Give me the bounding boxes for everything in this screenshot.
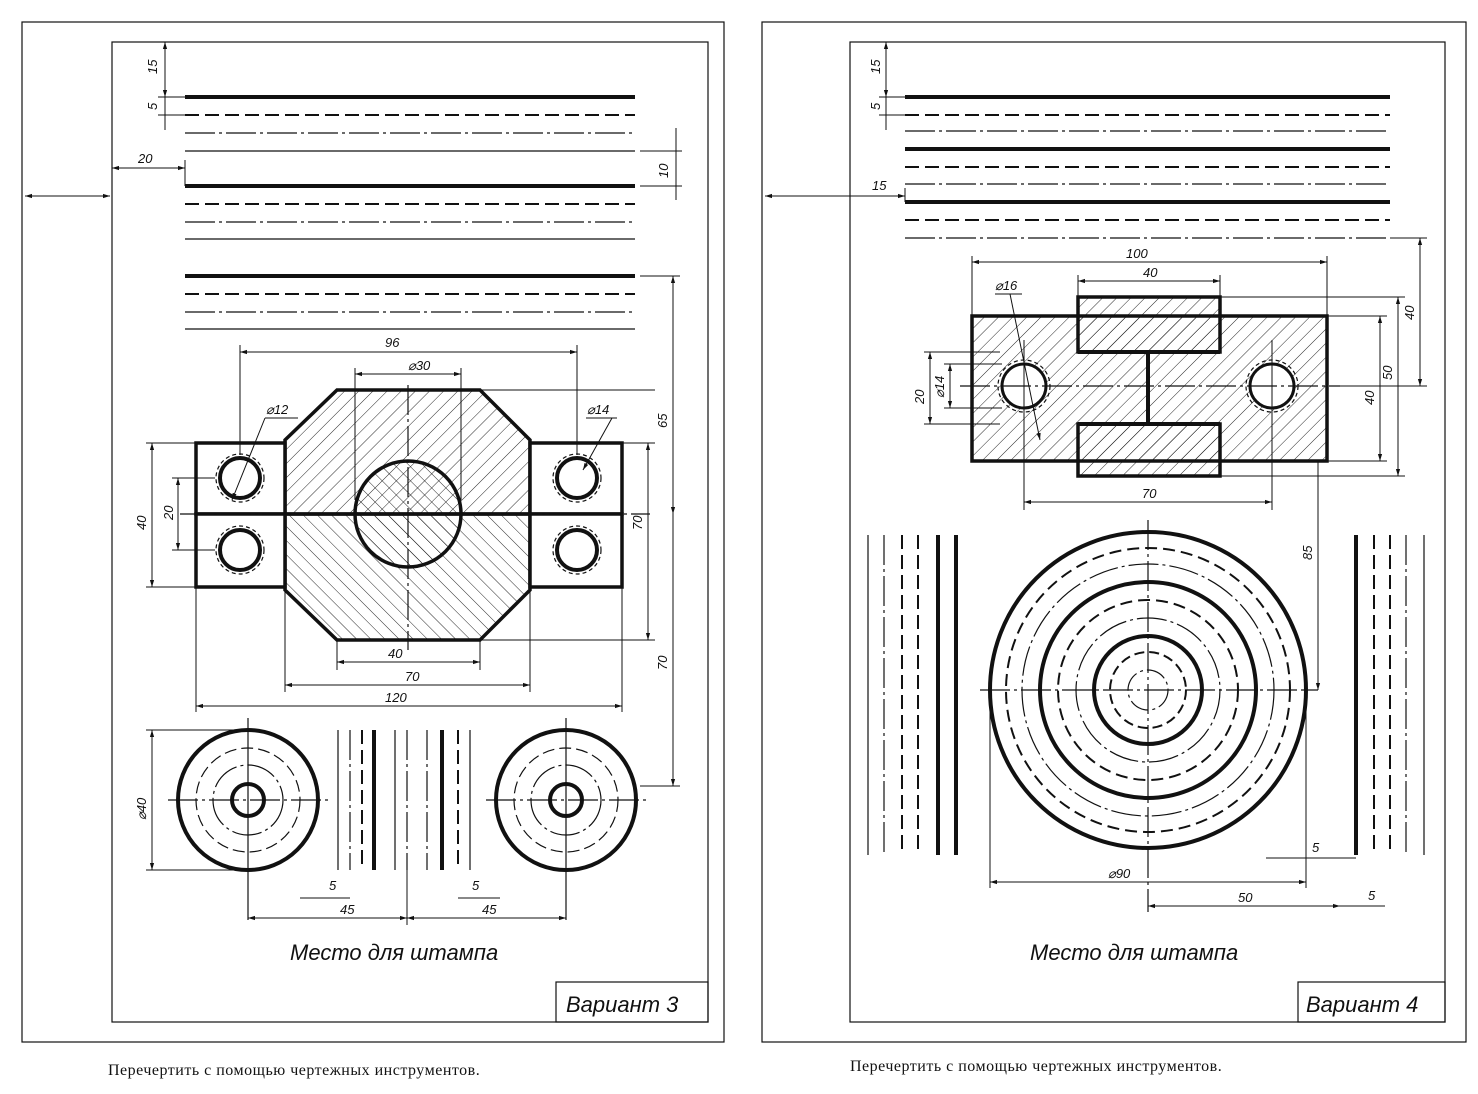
stamp-placeholder: Место для штампа	[1030, 940, 1238, 965]
dim-45b: 45	[482, 902, 497, 917]
dim-5a: 5	[1312, 840, 1320, 855]
dim-100: 100	[1126, 246, 1148, 261]
line-samples	[185, 95, 635, 330]
dim-5a: 5	[329, 878, 337, 893]
dim-dia14: ⌀14	[587, 402, 609, 417]
dim-20-vertical: 20	[161, 505, 176, 521]
dim-dia12: ⌀12	[266, 402, 289, 417]
variant-label: Вариант 3	[566, 992, 679, 1017]
dim-45a: 45	[340, 902, 355, 917]
dim-70: 70	[1142, 486, 1157, 501]
dim-5: 5	[145, 102, 160, 110]
outer-frame	[761, 21, 1467, 1043]
dim-dia90: ⌀90	[1108, 866, 1131, 881]
dim-40-vertical: 40	[134, 515, 149, 530]
inner-frame	[111, 41, 709, 1023]
dim-40: 40	[1143, 265, 1158, 280]
dim-10: 10	[656, 163, 671, 178]
line-samples	[905, 95, 1390, 239]
concentric-circles-large	[980, 520, 1318, 912]
part-octagon	[180, 385, 650, 650]
inner-frame	[849, 41, 1446, 1023]
dim-70-right: 70	[655, 655, 670, 670]
dim-dia14: ⌀14	[932, 376, 947, 398]
dim-15: 15	[868, 59, 883, 74]
vertical-line-samples-right	[1354, 535, 1425, 855]
dim-40-right: 40	[1402, 305, 1417, 320]
part-sectioned	[960, 295, 1340, 510]
dim-40-horizontal: 40	[388, 646, 403, 661]
vertical-line-samples	[337, 730, 471, 870]
dim-dia30: ⌀30	[408, 358, 431, 373]
vertical-line-samples-left	[867, 535, 958, 855]
caption-right: Перечертить с помощью чертежных инструме…	[850, 1058, 1223, 1075]
dim-96: 96	[385, 335, 400, 350]
dim-120: 120	[385, 690, 407, 705]
dim-65: 65	[655, 413, 670, 428]
dim-20: 20	[912, 389, 927, 405]
concentric-circles-right	[486, 718, 650, 920]
stamp-placeholder: Место для штампа	[290, 940, 498, 965]
sheet-variant-4: 15 5 15 100 40 ⌀16	[761, 21, 1467, 1043]
sheet-variant-3: 15 5 20 10	[21, 21, 725, 1043]
dim-50-horizontal: 50	[1238, 890, 1253, 905]
dim-5: 5	[868, 102, 883, 110]
variant-label: Вариант 4	[1306, 992, 1418, 1017]
dim-dia16: ⌀16	[995, 278, 1018, 293]
dim-15: 15	[145, 59, 160, 74]
dim-40-vertical: 40	[1362, 390, 1377, 405]
dim-20: 20	[137, 151, 153, 166]
dim-dia40: ⌀40	[134, 797, 149, 820]
dim-15-horizontal: 15	[872, 178, 887, 193]
dim-5b: 5	[472, 878, 480, 893]
outer-frame	[21, 21, 725, 1043]
caption-left: Перечертить с помощью чертежных инструме…	[108, 1062, 481, 1079]
dim-5b: 5	[1368, 888, 1376, 903]
concentric-circles-left	[168, 718, 330, 920]
dim-70-horizontal: 70	[405, 669, 420, 684]
dim-70-vertical: 70	[630, 515, 645, 530]
dim-85: 85	[1300, 545, 1315, 560]
dim-50: 50	[1380, 365, 1395, 380]
